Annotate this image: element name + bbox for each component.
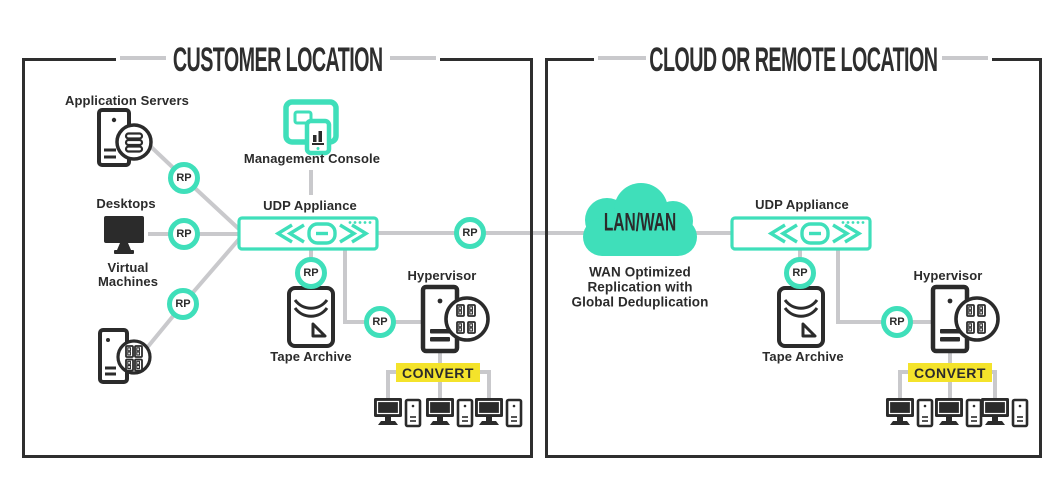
converted-desktop-icon: [886, 397, 934, 428]
tape-archive-right-label: Tape Archive: [762, 349, 844, 364]
desktop-monitor-icon: [104, 216, 144, 254]
management-console-label: Management Console: [243, 151, 381, 166]
desktops-label: Desktops: [96, 196, 156, 211]
title-border-mask-right: [594, 55, 992, 63]
convert-banner-left: CONVERT: [396, 363, 480, 382]
hypervisor-left-icon: [419, 283, 495, 357]
hypervisor-right-icon: [929, 283, 1005, 357]
recovery-point-badge: RP: [168, 162, 200, 194]
convert-banner-right: CONVERT: [908, 363, 992, 382]
udp-appliance-right-label: UDP Appliance: [755, 197, 849, 212]
tape-archive-right-icon: [777, 286, 825, 348]
udp-appliance-left-icon: [237, 216, 379, 251]
lan-wan-cloud: [583, 183, 697, 256]
virtual-machines-label: Virtual Machines: [97, 260, 159, 289]
recovery-point-badge: RP: [784, 257, 816, 289]
converted-desktop-icon: [475, 397, 523, 428]
recovery-point-badge: RP: [364, 306, 396, 338]
hypervisor-left-label: Hypervisor: [407, 268, 477, 283]
hypervisor-right-label: Hypervisor: [913, 268, 983, 283]
udp-appliance-left-label: UDP Appliance: [263, 198, 357, 213]
wan-optimized-note: WAN Optimized Replication with Global De…: [571, 264, 709, 310]
lan-wan-label: LAN/WAN: [603, 208, 677, 237]
recovery-point-badge: RP: [881, 306, 913, 338]
title-dash: [598, 56, 646, 60]
recovery-point-badge: RP: [295, 257, 327, 289]
converted-desktop-icon: [374, 397, 422, 428]
tape-archive-left-icon: [287, 286, 335, 348]
virtual-machines-icon: [98, 328, 152, 384]
recovery-point-badge: RP: [167, 288, 199, 320]
title-dash: [942, 56, 988, 60]
application-servers-label: Application Servers: [65, 93, 189, 108]
title-dash: [390, 56, 436, 60]
application-server-icon: [97, 108, 153, 167]
management-console-icon: [283, 99, 339, 156]
converted-desktop-icon: [935, 397, 983, 428]
udp-appliance-right-icon: [730, 216, 872, 251]
converted-desktop-icon: [426, 397, 474, 428]
converted-desktop-icon: [981, 397, 1029, 428]
title-dash: [120, 56, 166, 60]
recovery-point-badge: RP: [454, 217, 486, 249]
title-border-mask-left: [116, 55, 440, 63]
recovery-point-badge: RP: [168, 218, 200, 250]
tape-archive-left-label: Tape Archive: [270, 349, 352, 364]
